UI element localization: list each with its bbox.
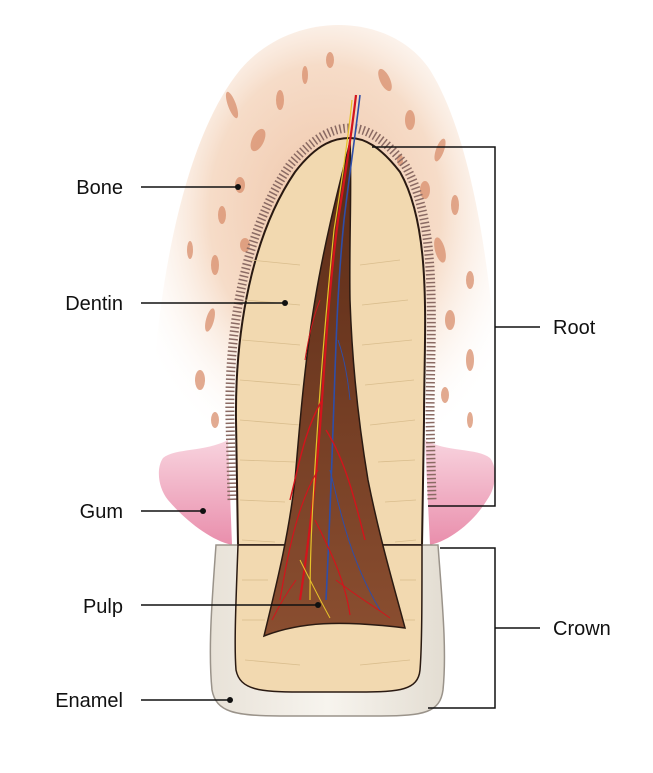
label-bone: Bone bbox=[76, 177, 123, 199]
label-pulp: Pulp bbox=[82, 596, 123, 618]
label-dentin: Dentin bbox=[65, 293, 123, 315]
bracket-root bbox=[372, 146, 540, 507]
label-crown: Crown bbox=[553, 618, 611, 640]
vessels-and-nerves bbox=[271, 94, 391, 621]
dentin-tubules bbox=[239, 259, 417, 666]
label-gum: Gum bbox=[79, 501, 123, 523]
label-root: Root bbox=[553, 317, 596, 339]
label-enamel: Enamel bbox=[55, 690, 123, 712]
gum-region bbox=[158, 440, 496, 545]
leader-lines-left bbox=[141, 186, 318, 701]
bracket-crown bbox=[428, 547, 540, 709]
leader-dots bbox=[200, 184, 321, 703]
